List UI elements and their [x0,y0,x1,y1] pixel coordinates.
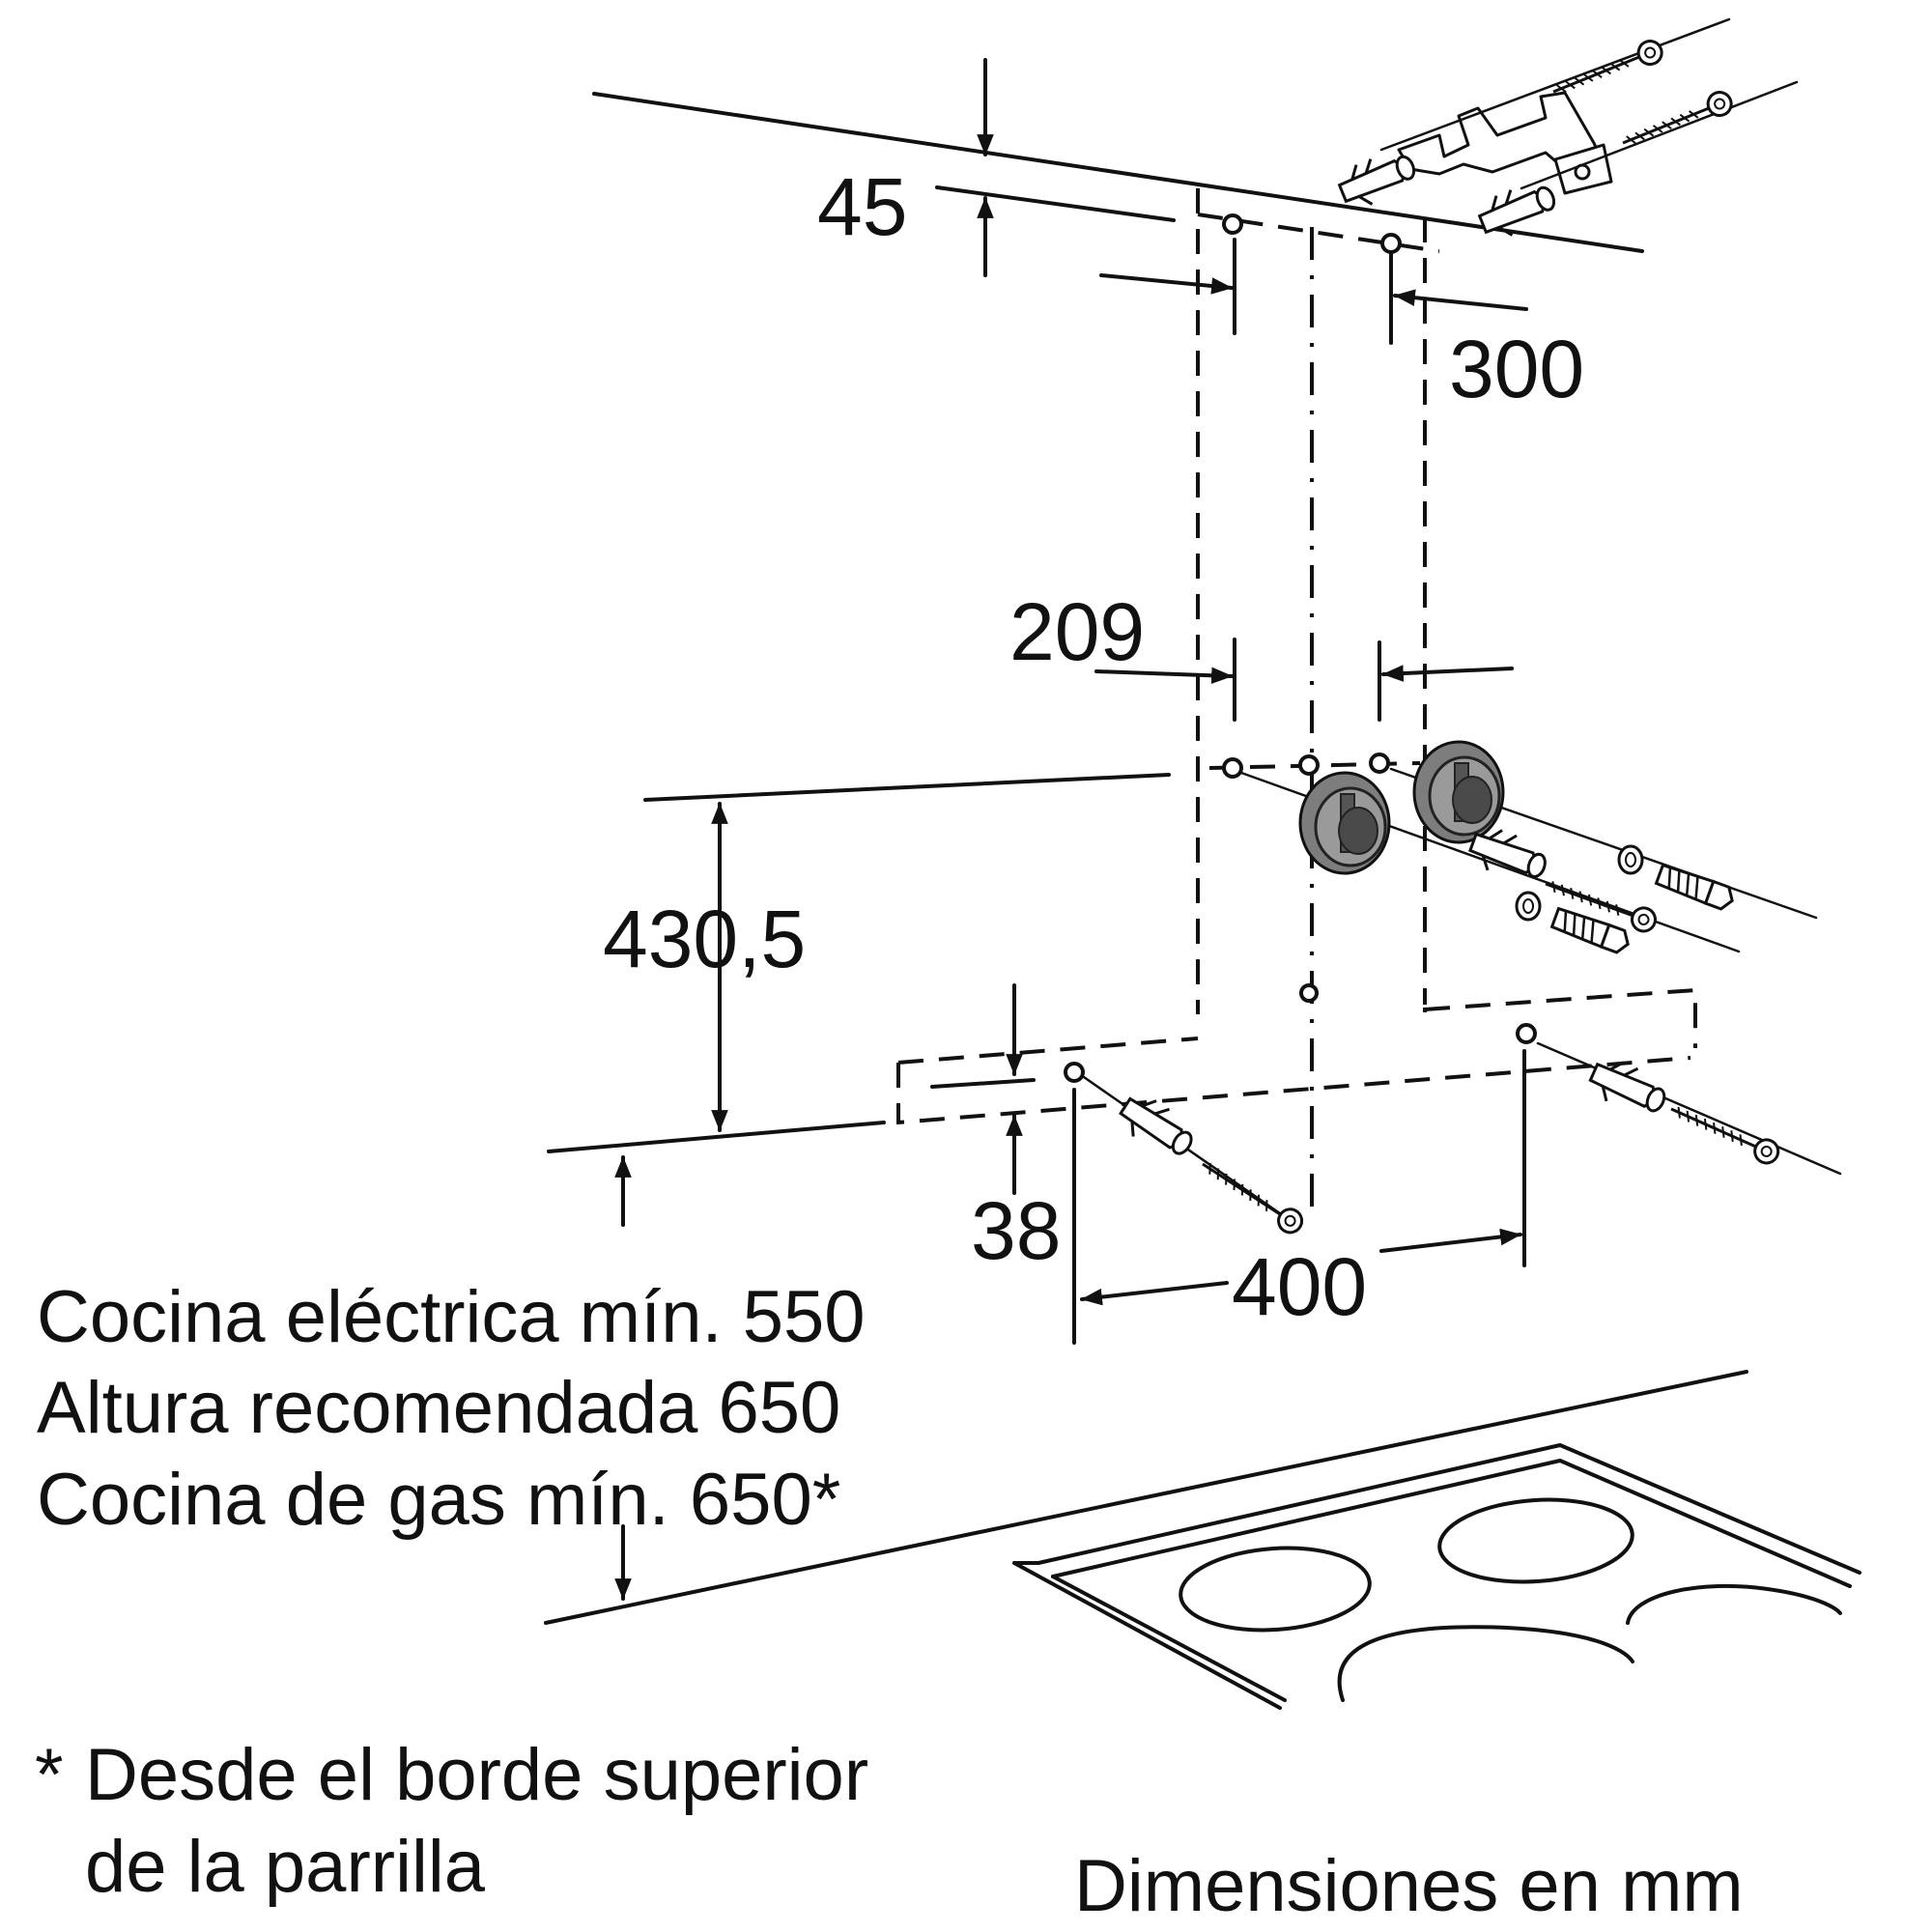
dim-430-5-ext-bottom [547,1121,886,1153]
units-caption: Dimensiones en mm [1074,1845,1744,1927]
bolt-icon [1549,905,1634,957]
hob-burner-back-right [1437,1497,1634,1584]
footnote-line-2: de la parrilla [85,1826,485,1908]
hob-burner-front-right [1626,1583,1842,1625]
dim-45-label: 45 [817,161,908,252]
note-electric-hob: Cocina eléctrica mín. 550 [37,1276,866,1358]
dim-400-label: 400 [1232,1241,1368,1332]
dim-38-label: 38 [971,1185,1062,1276]
dim-38-ext [930,1078,1036,1089]
hob-burner-front-left [1337,1625,1634,1702]
dim-300-arrow-left [1099,273,1234,295]
middle-hole-left [1222,757,1243,779]
hob-back-edge-inner [1051,1459,1852,1588]
lower-fixing-assembly [1082,1041,1842,1238]
screw-icon [1664,1096,1784,1169]
dim-300-arrow-right [1393,289,1528,311]
hob-icon [1012,1443,1861,1710]
spacer-knob-icon [1298,771,1391,875]
footnote-line-1: Desde el borde superior [85,1734,869,1816]
washer-icon [1515,891,1542,922]
dim-209-arrow-left [1094,667,1234,685]
dim-400-arrow-left [1080,1281,1229,1306]
hob-front-edge-outer [1012,1561,1282,1710]
dim-209-label: 209 [1009,586,1146,677]
hob-front-edge-inner [1051,1575,1287,1702]
dim-430-5-label: 430,5 [603,894,807,984]
upper-axis-line-1 [1379,17,1731,152]
dim-300-label: 300 [1449,324,1585,414]
note-gas-hob: Cocina de gas mín. 650* [37,1459,841,1541]
hob-burner-back-left [1179,1546,1372,1633]
upper-hole-right [1380,233,1402,254]
upper-bracket-assembly [1333,17,1799,245]
lower-center-hole [1299,983,1319,1003]
upper-hole-left [1222,213,1243,235]
middle-hole-right [1369,753,1390,774]
spacer-knob-icon [1412,740,1505,844]
hood-body-outline [896,987,1697,1125]
dim-400-arrow-right [1379,1228,1522,1253]
bracket-icon [1397,91,1605,178]
lower-axis-line-2 [1536,1041,1842,1176]
washer-icon [1617,844,1644,875]
lower-hole-right [1516,1023,1537,1044]
lower-hole-left [1064,1062,1085,1083]
upper-axis-line-2 [1520,80,1799,190]
ceiling-line [592,92,1644,253]
bolt-icon [1654,862,1738,914]
middle-fixing-assembly [1239,740,1818,957]
worktop-line [544,1370,1748,1625]
footnote-marker: * [35,1734,64,1816]
dim-430-5-ext-top [643,773,1171,802]
middle-hole-center [1298,754,1320,776]
ceiling-offset-line [935,185,1176,222]
dim-209-arrow-right [1381,665,1514,682]
note-recommended-height: Altura recomendada 650 [37,1367,841,1449]
hob-back-edge-outer [1037,1443,1861,1575]
